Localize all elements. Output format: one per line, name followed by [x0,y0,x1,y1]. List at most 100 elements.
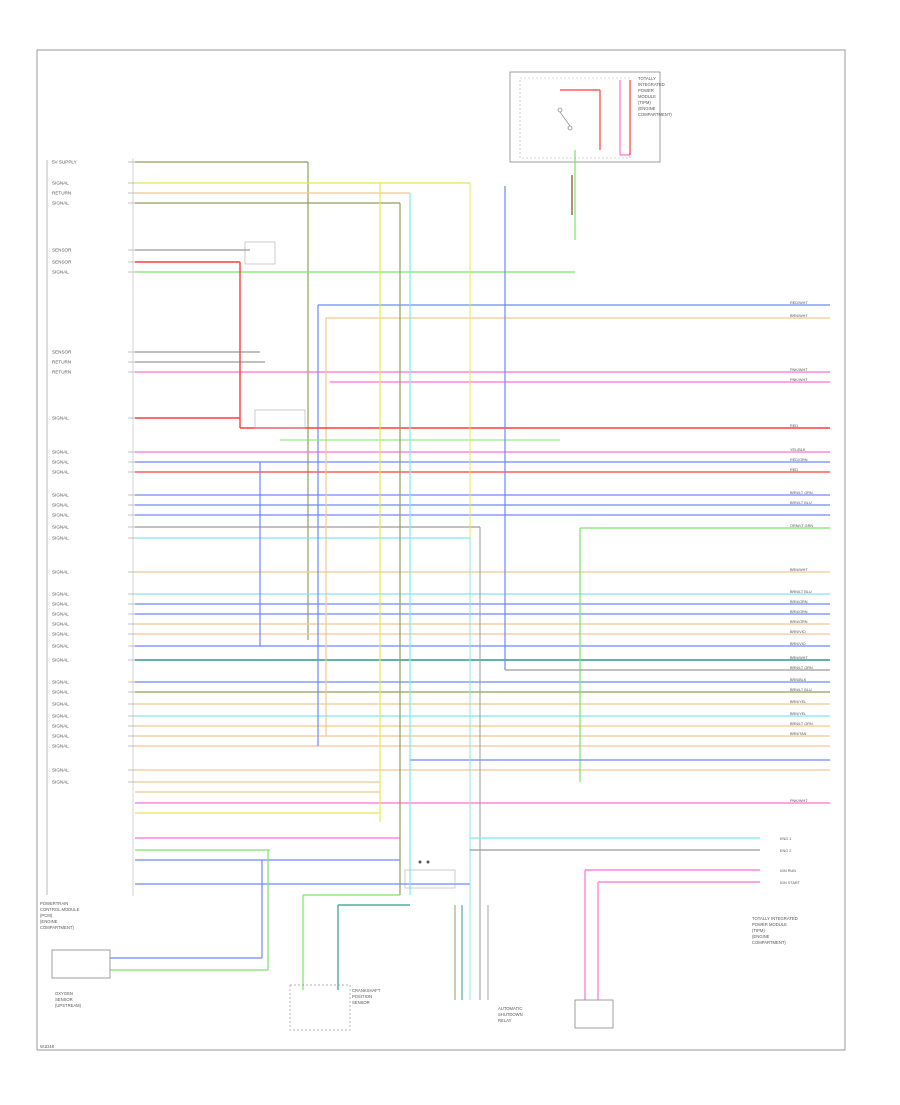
pcm-pin-label: SENSOR [52,248,72,253]
pcm-pin-label: SENSOR [52,350,72,355]
pcm-pin-label: SIGNAL [52,513,69,518]
tipm-top-box [509,71,661,163]
pcm-pin-label: SIGNAL [52,450,69,455]
pcm-pin-label: SIGNAL [52,493,69,498]
comp-mid-2: POSITION [352,994,372,999]
right-pin-label: BRN/ORN [790,600,808,604]
pcm-pin-label: SIGNAL [52,525,69,530]
component-captions: OXYGEN SENSOR (UPSTREAM) CRANKSHAFT POSI… [55,988,523,1023]
pcm-pin-label: SIGNAL [52,270,69,275]
pcm-pin-label: SENSOR [52,260,72,265]
brp-1: ENG 1 [780,837,791,841]
comp-left-3: (UPSTREAM) [55,1003,82,1008]
sensor-box-left [51,949,111,979]
right-pin-label: PNK/WHT [790,368,808,372]
pcm-pin-label: SIGNAL [52,622,69,627]
footer-id: W1D48 [40,1044,55,1049]
pcm-pin-label: SIGNAL [52,592,69,597]
pcm-caption-5: COMPARTMENT) [40,925,74,930]
right-pin-label: ORN/LT GRN [790,524,813,528]
tipm-top-caption-5: (TIPM) [638,100,651,105]
comp-right-1: AUTOMATIC [498,1006,522,1011]
tipm-bottom-caption-5: COMPARTMENT) [752,940,786,945]
brp-4: IGN START [780,881,801,885]
right-pin-label: BRN/WHT [790,656,808,660]
pcm-pin-label: SIGNAL [52,680,69,685]
right-pin-label: RED [790,468,798,472]
tipm-bottom-caption-3: (TIPM) [752,928,765,933]
right-pin-label: BRN/YEL [790,712,806,716]
right-pin-label: BRN/ORN [790,610,808,614]
right-pin-label: BRN/LT GRN [790,666,813,670]
pcm-pin-label: SIGNAL [52,744,69,749]
pcm-pin-label: SIGNAL [52,768,69,773]
pcm-pin-label: RETURN [52,370,71,375]
right-pin-label: PNK/WHT [790,378,808,382]
tipm-bottom-caption-4: (ENGINE [752,934,770,939]
tipm-top-caption-2: INTEGRATED [638,82,665,87]
comp-left-1: OXYGEN [55,991,73,996]
pcm-pin-label: SIGNAL [52,690,69,695]
right-pin-label: BRN/TAN [790,732,807,736]
diagram-frame [36,49,846,1051]
right-pin-label: YEL/BLK [790,448,806,452]
tipm-top-caption-7: COMPARTMENT) [638,112,672,117]
pcm-pin-label: RETURN [52,360,71,365]
pcm-pin-label: SIGNAL [52,503,69,508]
pcm-pin-label: SIGNAL [52,702,69,707]
pcm-pin-label: SIGNAL [52,612,69,617]
wire-group-right [239,186,830,782]
pcm-pin-label: RETURN [52,191,71,196]
right-pin-label: RED/ORN [790,458,808,462]
right-pin-label: RED [790,424,798,428]
right-pin-label: BRN/WHT [790,568,808,572]
pcm-pin-label: SIGNAL [52,632,69,637]
pcm-caption: POWERTRAIN CONTROL MODULE (PCM) (ENGINE … [40,901,80,930]
right-pin-label: BRN/LT BLU [790,590,812,594]
right-pin-label: BRN/VIO [790,642,806,646]
tipm-top-caption-4: MODULE [638,94,656,99]
pcm-pin-label: SIGNAL [52,714,69,719]
pcm-pin-label: SIGNAL [52,570,69,575]
tipm-top-caption-6: (ENGINE [638,106,656,111]
pcm-pin-label: SIGNAL [52,780,69,785]
pcm-pin-label: SIGNAL [52,460,69,465]
pcm-pin-label: SIGNAL [52,416,69,421]
wire-group-left [135,161,830,885]
brp-2: ENG 2 [780,849,791,853]
pcm-caption-3: (PCM) [40,913,53,918]
comp-left-2: SENSOR [55,997,73,1002]
pcm-pin-label: SIGNAL [52,724,69,729]
right-pin-label: BRN/LT GRN [790,722,813,726]
comp-right-2: SHUTDOWN [498,1012,523,1017]
pcm-pin-label: SIGNAL [52,602,69,607]
pcm-caption-1: POWERTRAIN [40,901,68,906]
tipm-bottom-caption-1: TOTALLY INTEGRATED [752,916,798,921]
pcm-pin-labels: 5V SUPPLYSIGNALRETURNSIGNALSENSORSENSORS… [52,160,135,785]
right-pin-label: BRN/ORN [790,620,808,624]
pcm-caption-4: (ENGINE [40,919,58,924]
pcm-pin-label: SIGNAL [52,181,69,186]
right-pin-label: BRN/YEL [790,700,806,704]
tipm-top-caption-3: POWER [638,88,654,93]
oxygen-sensor-box [289,984,351,1031]
right-pin-label: BRN/LT BLU [790,688,812,692]
right-pin-label: BRN/LT GRN [790,491,813,495]
right-pin-label: PNK/WHT [790,799,808,803]
right-pin-label: BRN/WHT [790,314,808,318]
pcm-caption-2: CONTROL MODULE [40,907,80,912]
tipm-bottom-box [574,999,614,1029]
pcm-pin-label: SIGNAL [52,658,69,663]
bottom-right-pins: ENG 1 ENG 2 IGN RUN IGN START [780,837,801,885]
vertical-runs [110,183,760,1000]
right-pin-label: BRN/VIO [790,630,806,634]
right-pin-label: BRN/BLK [790,678,807,682]
tipm-top-caption: TOTALLY INTEGRATED POWER MODULE (TIPM) (… [638,76,672,117]
right-pin-label: RED/WHT [790,301,808,305]
brp-3: IGN RUN [780,869,796,873]
right-pin-label: BRN/LT BLU [790,501,812,505]
tipm-bottom-caption-2: POWER MODULE [752,922,787,927]
pcm-pin-label: SIGNAL [52,734,69,739]
